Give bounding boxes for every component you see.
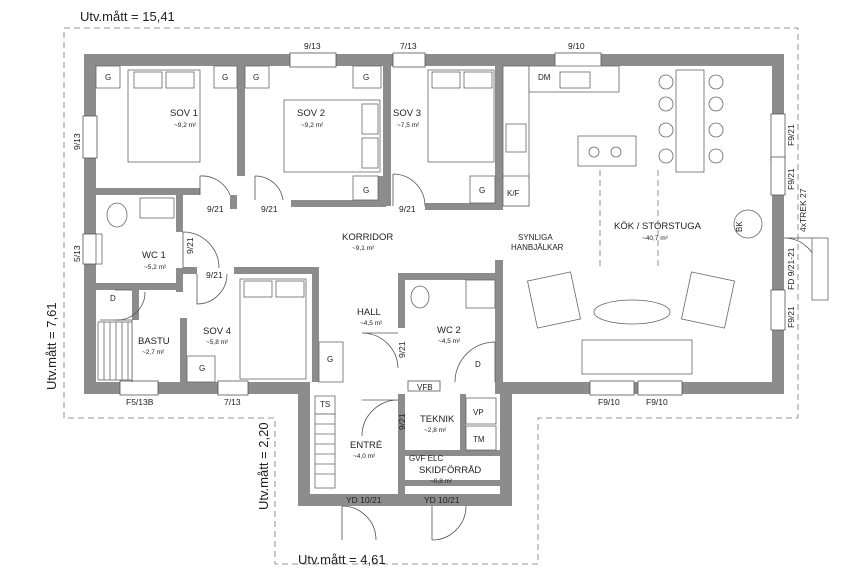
label-g-sov2c: G	[363, 186, 369, 195]
room-sov1-area: ~9,2 m²	[174, 122, 197, 129]
room-sov3-area: ~7,5 m²	[397, 122, 420, 129]
label-d-wc1: D	[110, 294, 116, 303]
opening-d-sov4: 9/21	[206, 270, 223, 280]
room-sov3-name: SOV 3	[393, 108, 421, 119]
room-korridor-area: ~9,1 m²	[352, 245, 375, 252]
outdoor-stair	[811, 237, 829, 301]
label-beams-1: SYNLIGA	[518, 233, 553, 242]
room-sov1-name: SOV 1	[170, 108, 198, 119]
label-d-wc2: D	[475, 360, 481, 369]
label-beams-2: HANBJÄLKAR	[511, 243, 564, 252]
opening-w-kok-top: 9/10	[568, 41, 585, 51]
room-sov4-area: ~5,8 m²	[206, 339, 229, 346]
opening-d-sov3: 9/21	[399, 204, 416, 214]
windows	[82, 52, 786, 396]
opening-w-right2: F9/21	[786, 168, 796, 190]
opening-d-sov1: 9/21	[207, 204, 224, 214]
label-g-sov2a: G	[253, 73, 259, 82]
opening-w-sov4-bottom: 7/13	[224, 397, 241, 407]
opening-d-right: FD 9/21-21	[786, 247, 796, 290]
room-skidforrad-name: SKIDFÖRRÅD	[419, 465, 481, 476]
opening-w-wc1-left: 5/13	[72, 245, 82, 262]
label-g-sov1a: G	[105, 73, 111, 82]
room-teknik-name: TEKNIK	[420, 414, 455, 425]
opening-w-right3: F9/21	[786, 306, 796, 328]
room-wc1-name: WC 1	[142, 250, 166, 261]
label-dm: DM	[538, 73, 551, 82]
furniture	[95, 65, 763, 489]
room-entre-area: ~4,0 m²	[353, 453, 376, 460]
dim-left: Utv.mått = 7,61	[44, 302, 59, 390]
room-teknik-area: ~2,8 m²	[424, 427, 447, 434]
opening-w-sov1-left: 9/13	[72, 133, 82, 150]
room-wc1-area: ~5,2 m²	[144, 264, 167, 271]
opening-w-kok-bottom1: F9/10	[598, 397, 620, 407]
label-vp: VP	[473, 408, 484, 417]
opening-w-right1: F9/21	[786, 124, 796, 146]
opening-w-kok-bottom2: F9/10	[646, 397, 668, 407]
label-g-hall: G	[327, 355, 333, 364]
room-bastu-name: BASTU	[138, 336, 170, 347]
room-hall-name: HALL	[357, 307, 381, 318]
room-entre-name: ENTRÉ	[350, 440, 382, 451]
room-wc2-area: ~4,5 m²	[438, 338, 461, 345]
label-ts: TS	[320, 400, 330, 409]
label-tm: TM	[473, 435, 485, 444]
opening-yd1: YD 10/21	[346, 495, 382, 505]
room-sov2-name: SOV 2	[297, 108, 325, 119]
room-korridor-name: KORRIDOR	[342, 232, 393, 243]
room-skidforrad-area: ~0,8 m²	[430, 478, 453, 485]
room-kok-name: KÖK / STORSTUGA	[614, 221, 702, 232]
doors	[100, 173, 819, 541]
dim-bottom: Utv.mått = 4,61	[298, 552, 386, 567]
room-kok-area: ~40,7 m²	[642, 235, 669, 242]
room-sov4-name: SOV 4	[203, 326, 231, 337]
opening-d-sov2: 9/21	[261, 204, 278, 214]
opening-w-bastu-bottom: F5/13B	[126, 397, 154, 407]
label-g-sov4: G	[199, 364, 205, 373]
opening-w-sov3-top: 7/13	[400, 41, 417, 51]
opening-stair: 4xTREK 27	[798, 188, 808, 232]
label-gvf: GVF ELC	[409, 454, 443, 463]
label-g-sov1b: G	[222, 73, 228, 82]
dim-left-lower: Utv.mått = 2,20	[256, 422, 271, 510]
label-bk: BK	[735, 221, 744, 232]
opening-yd2: YD 10/21	[424, 495, 460, 505]
room-sov2-area: ~9,2 m²	[301, 122, 324, 129]
label-vfb: VFB	[417, 383, 433, 392]
label-g-sov2b: G	[363, 73, 369, 82]
label-g-sov3: G	[479, 186, 485, 195]
opening-w-sov2-top: 9/13	[304, 41, 321, 51]
dimension-lines	[63, 27, 799, 565]
opening-d-wc2: 9/21	[397, 341, 407, 358]
room-bastu-area: ~2,7 m²	[142, 349, 165, 356]
room-wc2-name: WC 2	[437, 325, 461, 336]
opening-d-wc1: 9/21	[185, 237, 195, 254]
opening-d-teknik: 9/21	[397, 413, 407, 430]
label-kf: K/F	[507, 189, 520, 198]
room-hall-area: ~4,5 m²	[360, 320, 383, 327]
dim-top: Utv.mått = 15,41	[80, 9, 175, 24]
